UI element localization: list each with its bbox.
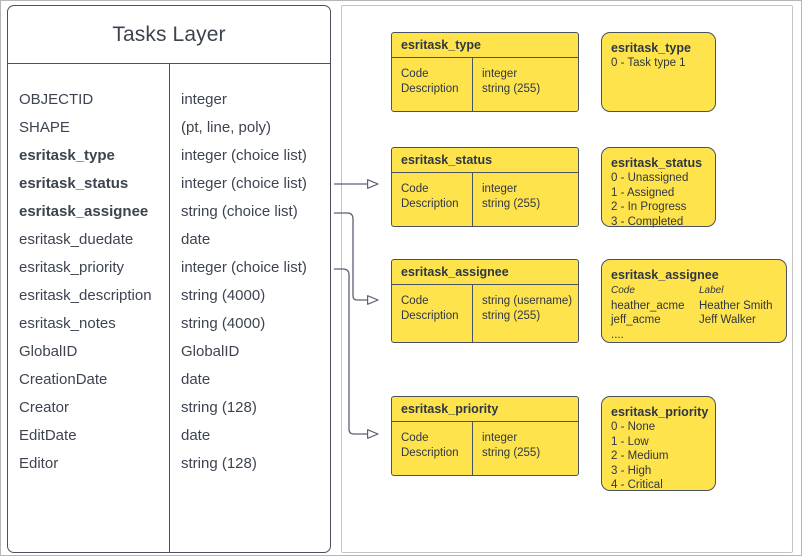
entity-field-type: integer (choice list) <box>181 175 307 192</box>
value-list-status[interactable]: esritask_status 0 - Unassigned 1 - Assig… <box>601 147 716 228</box>
entity-field-row: Creator string (128) <box>8 394 330 422</box>
entity-field-type: string (4000) <box>181 287 266 304</box>
value-list-priority[interactable]: esritask_priority 0 - None 1 - Low 2 - M… <box>601 396 716 491</box>
entity-field-name: CreationDate <box>19 371 108 388</box>
entity-field-row: esritask_duedate date <box>8 226 330 254</box>
entity-field-name: esritask_status <box>19 175 129 192</box>
domain-column-divider <box>472 422 473 475</box>
assignee-table-row: heather_acme Heather Smith <box>611 299 773 314</box>
value-list-items: 0 - None 1 - Low 2 - Medium 3 - High 4 -… <box>611 421 669 491</box>
entity-field-type: GlobalID <box>181 343 240 360</box>
entity-field-type: (pt, line, poly) <box>181 119 272 136</box>
domain-field-types: string (username) string (255) <box>482 295 573 322</box>
assignee-table-row: .... <box>611 328 773 343</box>
domain-column-divider <box>472 285 473 342</box>
assignee-header-code: Code <box>611 285 635 296</box>
value-list-title: esritask_status <box>611 156 703 170</box>
entity-field-type: date <box>181 427 211 444</box>
entity-field-row: OBJECTID integer <box>8 86 330 114</box>
entity-field-name: esritask_duedate <box>19 231 134 248</box>
assignee-header-label: Label <box>699 285 724 296</box>
domain-box-type[interactable]: esritask_type Code Description integer s… <box>391 32 579 112</box>
entity-field-type: string (4000) <box>181 315 266 332</box>
entity-field-name: esritask_description <box>19 287 152 304</box>
value-list-title: esritask_type <box>611 41 691 55</box>
entity-field-row: esritask_type integer (choice list) <box>8 142 330 170</box>
domain-box-priority[interactable]: esritask_priority Code Description integ… <box>391 396 579 476</box>
entity-field-name: OBJECTID <box>19 91 94 108</box>
entity-field-type: integer (choice list) <box>181 147 307 164</box>
domain-body: Code Description string (username) strin… <box>392 285 578 342</box>
domain-title: esritask_assignee <box>392 260 578 285</box>
entity-field-name: esritask_assignee <box>19 203 149 220</box>
assignee-label <box>699 328 773 343</box>
entity-field-name: SHAPE <box>19 119 70 136</box>
assignee-code: jeff_acme <box>611 314 661 326</box>
entity-field-row: CreationDate date <box>8 366 330 394</box>
entity-field-row: EditDate date <box>8 422 330 450</box>
domain-field-types: integer string (255) <box>482 432 541 459</box>
assignee-table-row: jeff_acme Jeff Walker <box>611 313 773 328</box>
domain-field-names: Code Description <box>401 295 459 322</box>
value-list-title: esritask_priority <box>611 405 709 419</box>
value-list-title: esritask_assignee <box>611 268 719 282</box>
entity-field-type: date <box>181 371 211 388</box>
entity-field-type: integer (choice list) <box>181 259 307 276</box>
domain-title: esritask_status <box>392 148 578 173</box>
value-list-type[interactable]: esritask_type 0 - Task type 1 <box>601 32 716 112</box>
domain-field-types: integer string (255) <box>482 183 541 210</box>
domain-field-names: Code Description <box>401 68 459 95</box>
domain-field-names: Code Description <box>401 183 459 210</box>
entity-field-row: Editor string (128) <box>8 450 330 478</box>
entity-field-name: Creator <box>19 399 70 416</box>
entity-field-row: esritask_description string (4000) <box>8 282 330 310</box>
entity-field-row: esritask_status integer (choice list) <box>8 170 330 198</box>
domain-body: Code Description integer string (255) <box>392 58 578 111</box>
entity-column-divider <box>169 64 170 552</box>
assignee-label: Heather Smith <box>699 299 773 312</box>
domain-column-divider <box>472 173 473 226</box>
entity-field-row: SHAPE (pt, line, poly) <box>8 114 330 142</box>
value-list-items: 0 - Task type 1 <box>611 57 686 69</box>
value-list-items: 0 - Unassigned 1 - Assigned 2 - In Progr… <box>611 172 689 228</box>
entity-field-row: esritask_assignee string (choice list) <box>8 198 330 226</box>
entity-field-name: Editor <box>19 455 59 472</box>
domain-body: Code Description integer string (255) <box>392 422 578 475</box>
domain-title: esritask_priority <box>392 397 578 422</box>
assignee-table-header-row: Code Label <box>611 284 773 299</box>
domain-box-assignee[interactable]: esritask_assignee Code Description strin… <box>391 259 579 343</box>
entity-field-type: date <box>181 231 211 248</box>
entity-field-name: EditDate <box>19 427 77 444</box>
assignee-code: .... <box>611 328 624 341</box>
entity-field-row: GlobalID GlobalID <box>8 338 330 366</box>
entity-field-type: string (128) <box>181 455 257 472</box>
entity-title: Tasks Layer <box>8 6 330 64</box>
entity-field-name: esritask_priority <box>19 259 125 276</box>
assignee-code: heather_acme <box>611 299 685 312</box>
entity-field-row: esritask_priority integer (choice list) <box>8 254 330 282</box>
value-list-assignee[interactable]: esritask_assignee Code Label heather_acme H… <box>601 259 787 343</box>
domain-box-status[interactable]: esritask_status Code Description integer… <box>391 147 579 227</box>
entity-field-name: esritask_notes <box>19 315 116 332</box>
domain-column-divider <box>472 58 473 111</box>
domain-title: esritask_type <box>392 33 578 58</box>
assignee-label: Jeff Walker <box>699 314 756 326</box>
entity-field-name: esritask_type <box>19 147 115 164</box>
entity-field-type: string (128) <box>181 399 257 416</box>
domain-field-names: Code Description <box>401 432 459 459</box>
entity-field-name: GlobalID <box>19 343 78 360</box>
domain-field-types: integer string (255) <box>482 68 541 95</box>
domain-body: Code Description integer string (255) <box>392 173 578 226</box>
entity-field-type: string (choice list) <box>181 203 298 220</box>
entity-field-type: integer <box>181 91 227 108</box>
entity-field-row: esritask_notes string (4000) <box>8 310 330 338</box>
